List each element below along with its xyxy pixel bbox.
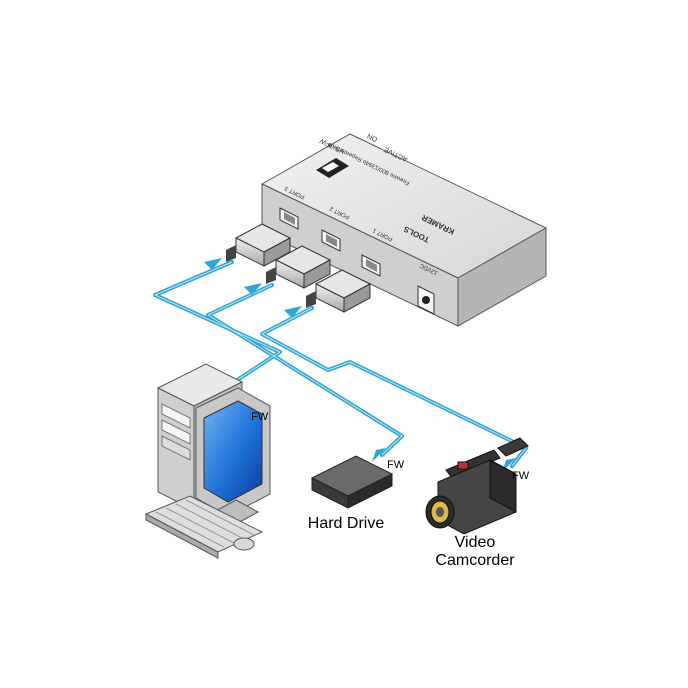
camcorder-label-line1: Video xyxy=(455,534,496,551)
hub-power-jack[interactable] xyxy=(417,285,435,315)
monitor-screen xyxy=(203,400,263,503)
camcorder-label-line2: Camcorder xyxy=(435,552,515,569)
kramer-logo xyxy=(316,158,349,178)
plug-port-2 xyxy=(266,245,332,289)
hub-port-2[interactable] xyxy=(321,229,341,252)
arrow-port1-icon xyxy=(284,306,302,318)
hub-port-3[interactable] xyxy=(279,207,299,230)
video-camcorder xyxy=(425,437,529,535)
computer-keyboard xyxy=(144,495,264,559)
hub-port-1[interactable] xyxy=(361,254,381,277)
hard-drive-label: Hard Drive xyxy=(308,515,385,532)
fw-label-computer: FW xyxy=(251,411,269,423)
fw-label-drive: FW xyxy=(387,459,405,471)
firewire-hub: VS-3FW ON ACTIVE Firewire 800/1394b Repe… xyxy=(260,132,548,327)
hub-side-face xyxy=(457,227,547,327)
fw-label-camcorder: FW xyxy=(512,470,530,482)
hub-power-led-label: ON xyxy=(366,132,379,143)
arrow-port2-icon xyxy=(244,283,262,295)
arrow-drive-icon xyxy=(372,448,386,462)
arrow-port3-icon xyxy=(204,258,222,270)
plug-port-1 xyxy=(306,269,372,313)
hard-drive xyxy=(310,455,394,509)
computer-mouse xyxy=(233,537,255,551)
desktop-computer xyxy=(144,363,271,559)
computer-monitor xyxy=(195,387,271,525)
